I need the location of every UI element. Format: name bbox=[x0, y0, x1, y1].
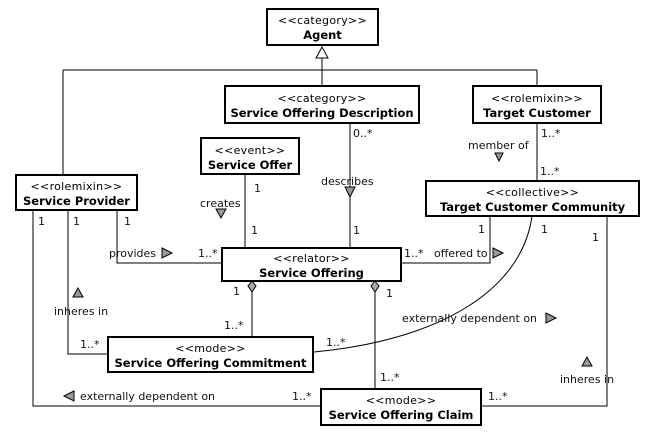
class-name: Agent bbox=[303, 28, 342, 42]
class-name: Target Customer Community bbox=[439, 200, 626, 214]
inheres-in-direction-icon bbox=[581, 355, 593, 367]
multiplicity-label: 1 bbox=[353, 224, 360, 237]
association-label-describes: describes bbox=[321, 175, 374, 188]
inheres-in-direction-icon bbox=[72, 286, 84, 298]
multiplicity-label: 1 bbox=[124, 215, 131, 228]
class-service-provider[interactable]: <<rolemixin>> Service Provider bbox=[15, 174, 138, 211]
offered-to-association bbox=[402, 216, 491, 264]
multiplicity-label: 1 bbox=[386, 287, 393, 300]
association-label-externally-dependent-on: externally dependent on bbox=[402, 312, 538, 325]
multiplicity-label: 1 bbox=[251, 224, 258, 237]
class-stereotype: <<mode>> bbox=[175, 342, 246, 355]
class-target-customer[interactable]: <<rolemixin>> Target Customer bbox=[472, 85, 602, 124]
generalization-arrowhead bbox=[315, 45, 329, 59]
inheres-in-right-association bbox=[482, 216, 608, 407]
class-name: Service Offering Description bbox=[230, 106, 414, 120]
class-stereotype: <<rolemixin>> bbox=[30, 180, 123, 193]
class-service-offer[interactable]: <<event>> Service Offer bbox=[200, 137, 300, 175]
multiplicity-label: 1..* bbox=[326, 336, 346, 349]
association-label-externally-dependent-on: externally dependent on bbox=[80, 390, 216, 403]
provides-direction-icon bbox=[161, 247, 174, 259]
describes-direction-icon bbox=[344, 186, 356, 199]
class-service-offering-claim[interactable]: <<mode>> Service Offering Claim bbox=[320, 388, 482, 426]
multiplicity-label: 0..* bbox=[353, 127, 373, 140]
multiplicity-label: 1..* bbox=[540, 165, 560, 178]
externally-dependent-direction-icon bbox=[62, 390, 75, 402]
class-stereotype: <<collective>> bbox=[485, 186, 580, 199]
association-label-member-of: member of bbox=[468, 139, 529, 152]
provides-association bbox=[116, 210, 222, 264]
inheres-in-left-association bbox=[67, 210, 108, 355]
multiplicity-label: 1 bbox=[233, 285, 240, 298]
member-of-direction-icon bbox=[494, 152, 504, 163]
class-name: Target Customer bbox=[483, 106, 591, 120]
externally-dependent-direction-icon bbox=[545, 312, 558, 324]
association-label-provides: provides bbox=[109, 247, 157, 260]
association-label-offered-to: offered to bbox=[434, 247, 488, 260]
multiplicity-label: 1..* bbox=[404, 247, 424, 260]
multiplicity-label: 1..* bbox=[198, 247, 218, 260]
class-stereotype: <<event>> bbox=[214, 144, 286, 157]
multiplicity-label: 1..* bbox=[224, 319, 244, 332]
multiplicity-label: 1..* bbox=[541, 127, 561, 140]
creates-direction-icon bbox=[215, 208, 227, 220]
class-name: Service Offer bbox=[207, 158, 293, 172]
class-name: Service Provider bbox=[23, 194, 130, 208]
association-label-creates: creates bbox=[200, 197, 241, 210]
class-agent[interactable]: <<category>> Agent bbox=[266, 8, 379, 46]
multiplicity-label: 1..* bbox=[380, 371, 400, 384]
class-stereotype: <<category>> bbox=[277, 92, 367, 105]
offered-to-direction-icon bbox=[492, 247, 505, 259]
composition-diamond bbox=[370, 280, 380, 293]
externally-dependent-bottom-association bbox=[32, 210, 320, 407]
multiplicity-label: 1 bbox=[592, 231, 599, 244]
multiplicity-label: 1 bbox=[478, 223, 485, 236]
class-name: Service Offering bbox=[259, 266, 364, 280]
externally-dependent-right-association bbox=[313, 215, 533, 353]
class-name: Service Offering Commitment bbox=[114, 356, 307, 370]
class-name: Service Offering Claim bbox=[328, 408, 474, 422]
composition-diamond bbox=[247, 280, 257, 293]
class-service-offering[interactable]: <<relator>> Service Offering bbox=[221, 247, 402, 282]
class-stereotype: <<relator>> bbox=[273, 252, 350, 265]
class-service-offering-description[interactable]: <<category>> Service Offering Descriptio… bbox=[224, 85, 420, 124]
class-service-offering-commitment[interactable]: <<mode>> Service Offering Commitment bbox=[107, 336, 314, 373]
multiplicity-label: 1..* bbox=[292, 390, 312, 403]
association-label-inheres-in: inheres in bbox=[54, 305, 109, 318]
multiplicity-label: 1 bbox=[541, 223, 548, 236]
multiplicity-label: 1 bbox=[38, 215, 45, 228]
class-stereotype: <<category>> bbox=[277, 14, 368, 27]
association-label-inheres-in: inheres in bbox=[560, 373, 615, 386]
class-stereotype: <<rolemixin>> bbox=[491, 92, 583, 105]
multiplicity-label: 1 bbox=[73, 215, 80, 228]
multiplicity-label: 1 bbox=[254, 182, 261, 195]
class-target-customer-community[interactable]: <<collective>> Target Customer Community bbox=[425, 180, 640, 217]
class-stereotype: <<mode>> bbox=[365, 394, 437, 407]
multiplicity-label: 1..* bbox=[80, 338, 100, 351]
multiplicity-label: 1..* bbox=[488, 390, 508, 403]
